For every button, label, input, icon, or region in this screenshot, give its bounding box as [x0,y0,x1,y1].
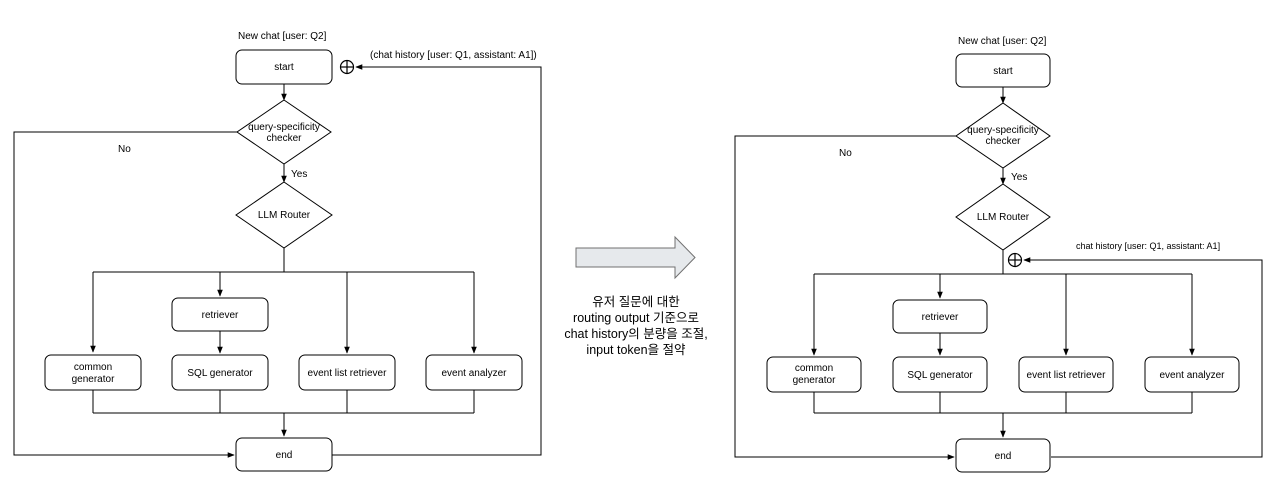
right-yes-label: Yes [1011,172,1027,183]
left-sql-label: SQL generator [187,368,253,379]
right-checker-label-1: query-specificity [967,125,1039,136]
right-sql-generator-node: SQL generator [892,356,988,393]
right-end-label: end [995,451,1012,462]
right-event-analyzer-node: event analyzer [1144,356,1240,393]
left-event-list-retriever-node: event list retriever [298,354,396,391]
right-flowchart: start query-specificity checker LLM Rout… [734,36,1263,473]
transition-caption: 유저 질문에 대한 routing output 기준으로 chat histo… [564,295,707,357]
left-merge-plus-icon [339,59,355,75]
left-checker-label-1: query-specificity [248,122,320,133]
right-event-list-label: event list retriever [1027,370,1107,381]
right-edges [734,87,1263,460]
left-flowchart: start query-specificity checker LLM Rout… [13,31,542,472]
left-retriever-label: retriever [202,310,239,321]
left-chat-history-label: (chat history [user: Q1, assistant: A1]) [370,50,537,61]
left-router-decision: LLM Router [235,181,333,249]
right-event-analyzer-label: event analyzer [1159,370,1225,381]
left-start-label: start [274,62,294,73]
left-router-label: LLM Router [258,210,311,221]
right-sql-label: SQL generator [907,370,973,381]
right-router-decision: LLM Router [955,183,1051,251]
caption-line-1: 유저 질문에 대한 [592,295,680,309]
right-no-label: No [839,148,852,159]
right-retriever-node: retriever [892,299,988,334]
right-common-label-2: generator [793,375,836,386]
left-end-label: end [276,450,293,461]
right-start-node: start [955,53,1051,88]
right-merge-plus-icon [1007,252,1023,268]
right-checker-label-2: checker [985,136,1021,147]
right-checker-decision: query-specificity checker [955,102,1051,169]
right-common-generator-node: common generator [766,356,862,393]
right-end-node: end [955,438,1051,473]
transition-arrow-icon [575,235,696,280]
left-event-list-label: event list retriever [308,368,388,379]
left-event-analyzer-label: event analyzer [441,368,507,379]
caption-line-4: input token을 절약 [586,342,686,357]
left-yes-label: Yes [291,169,307,180]
right-common-label-1: common [795,363,833,374]
caption-line-3: chat history의 분량을 조절, [564,327,707,341]
left-no-label: No [118,144,131,155]
right-retriever-label: retriever [922,312,959,323]
left-sql-generator-node: SQL generator [171,354,269,391]
left-common-label-2: generator [72,374,115,385]
left-new-chat-label: New chat [user: Q2] [238,31,327,42]
left-start-node: start [235,49,333,85]
left-checker-label-2: checker [266,133,302,144]
right-new-chat-label: New chat [user: Q2] [958,36,1047,47]
left-common-generator-node: common generator [44,354,142,391]
right-chat-history-label: chat history [user: Q1, assistant: A1] [1076,241,1220,251]
right-router-label: LLM Router [977,212,1030,223]
right-event-list-retriever-node: event list retriever [1018,356,1114,393]
right-start-label: start [993,66,1013,77]
caption-line-2: routing output 기준으로 [573,311,699,325]
left-event-analyzer-node: event analyzer [425,354,523,391]
left-checker-decision: query-specificity checker [236,99,332,165]
left-edges [13,64,542,458]
left-retriever-node: retriever [171,297,269,332]
left-common-label-1: common [74,362,112,373]
left-end-node: end [235,437,333,472]
